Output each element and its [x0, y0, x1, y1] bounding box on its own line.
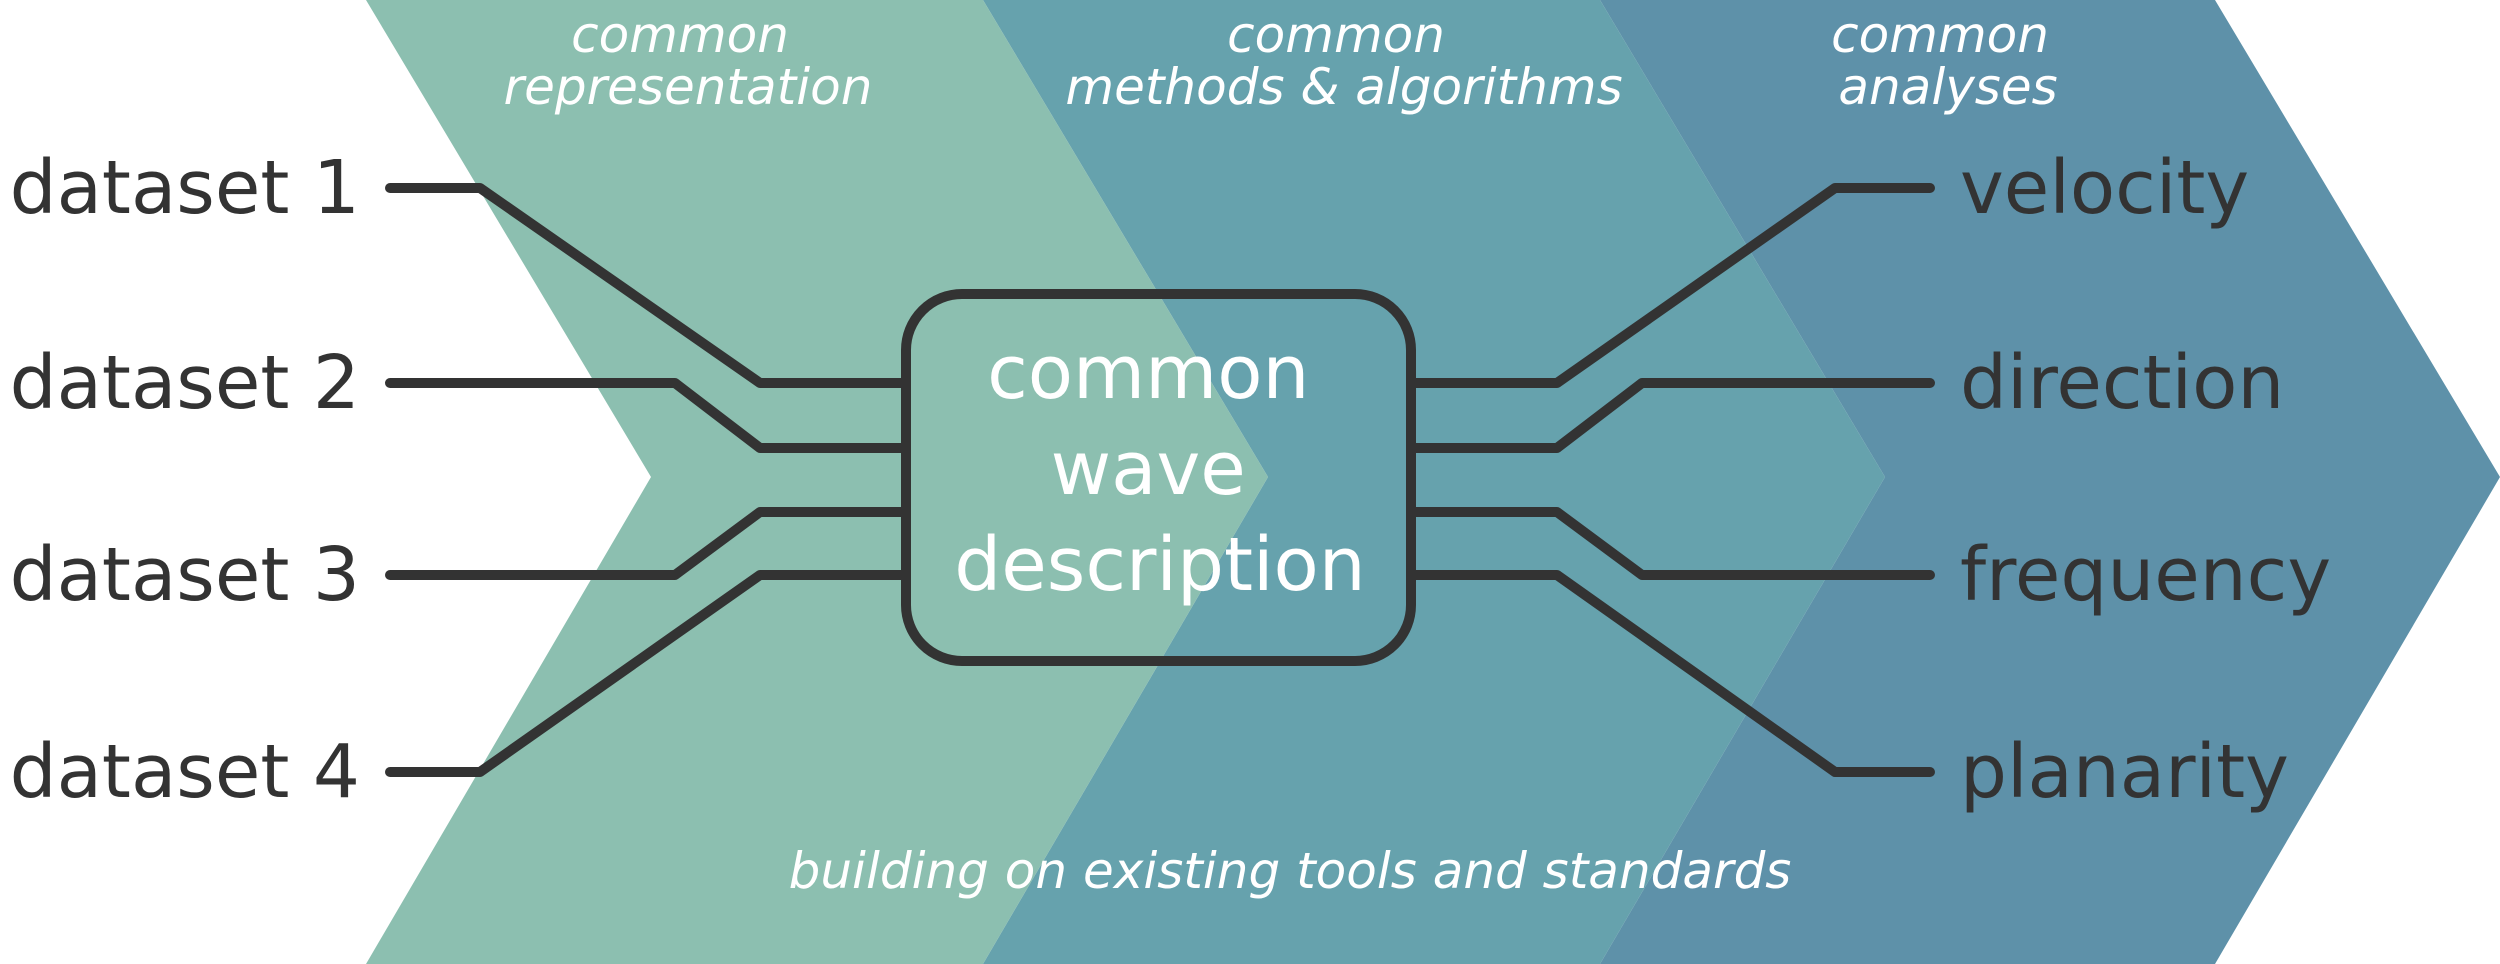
- output-connector-3: [1408, 507, 1935, 580]
- input-label-3: dataset 3: [10, 532, 360, 618]
- input-label-4: dataset 4: [10, 729, 360, 815]
- center-label-line-2: wave: [1051, 426, 1246, 512]
- output-label-2: direction: [1960, 340, 2284, 426]
- stage-methods-chevron: [983, 0, 1885, 964]
- stage-representation-title-line-2: representation: [504, 58, 873, 116]
- center-label: common wave description: [954, 330, 1365, 608]
- output-connector-2: [1408, 378, 1935, 453]
- output-connector-4: [1408, 570, 1935, 777]
- stage-analyses-title: common analyses: [1831, 6, 2065, 116]
- stage-methods-title-line-1: common: [1227, 6, 1445, 64]
- stage-methods-title-line-2: methods & algorithms: [1065, 58, 1622, 116]
- center-label-line-1: common: [987, 330, 1309, 416]
- stage-methods-title: common methods & algorithms: [1065, 6, 1622, 116]
- stage-representation-title: common representation: [504, 6, 873, 116]
- stage-analyses-title-line-2: analyses: [1838, 58, 2057, 116]
- stage-representation-chevron: [366, 0, 1268, 964]
- stage-representation-title-line-1: common: [571, 6, 789, 64]
- input-connector-1: [385, 183, 908, 388]
- input-connector-4: [385, 570, 908, 777]
- center-label-line-3: description: [954, 522, 1365, 608]
- output-connector-1: [1408, 183, 1935, 388]
- output-label-3: frequency: [1960, 532, 2331, 618]
- footer-caption: building on existing tools and standards: [789, 842, 1792, 900]
- output-label-4: planarity: [1960, 729, 2289, 815]
- output-label-1: velocity: [1960, 145, 2249, 231]
- stage-analyses-title-line-1: common: [1831, 6, 2049, 64]
- input-connector-3: [385, 507, 908, 580]
- input-label-2: dataset 2: [10, 340, 360, 426]
- input-connector-2: [385, 378, 908, 453]
- stage-analyses-chevron: [1600, 0, 2500, 964]
- input-label-1: dataset 1: [10, 145, 360, 231]
- center-box: [901, 289, 1416, 666]
